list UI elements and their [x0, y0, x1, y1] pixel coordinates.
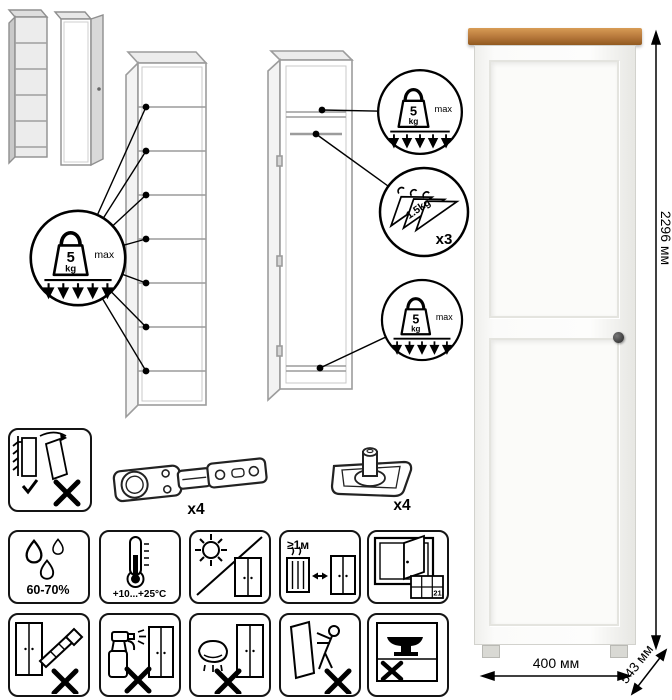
anti-tip-icon	[8, 428, 92, 512]
x-mark-icon	[324, 668, 352, 694]
mini-cabinet-open-icon	[53, 11, 104, 167]
ventilation-drawing: 21	[373, 534, 444, 599]
distance-label: ≥1м	[287, 538, 309, 552]
temperature-icon: +10...+25°C	[99, 530, 181, 604]
hanger-limit-badge: 1.5kg x3	[378, 166, 470, 258]
wardrobe-top-panel	[468, 28, 642, 45]
shelf-cabinet-outline	[125, 51, 208, 419]
x-mark-icon	[53, 479, 81, 507]
hinge-count-label: x4	[187, 501, 205, 518]
wardrobe-door-lower-panel	[489, 338, 619, 626]
no-heavy-load-drawing	[376, 622, 438, 682]
wardrobe-product-photo	[468, 28, 642, 658]
humidity-icon: 60-70%	[8, 530, 90, 604]
hanging-unit-diagram: 1.5kg x3	[267, 50, 470, 402]
no-spray-icon	[99, 613, 181, 697]
vent-day-label: 21	[433, 589, 441, 598]
no-cutting-drawing	[15, 622, 84, 694]
heat-distance-icon: ≥1м	[279, 530, 361, 604]
wardrobe-foot	[482, 645, 500, 658]
no-dragging-icon	[279, 613, 361, 697]
shelf-callout-points	[142, 103, 150, 375]
humidity-label: 60-70%	[26, 583, 69, 597]
no-spray-drawing	[108, 626, 174, 694]
no-heavy-load-icon	[367, 613, 449, 697]
anvil-icon	[387, 637, 423, 656]
sunlight-icon	[189, 530, 271, 604]
wardrobe-body	[474, 45, 636, 645]
sunlight-drawing	[195, 534, 263, 597]
humidity-drawing: 60-70%	[25, 538, 70, 597]
temperature-label: +10...+25°C	[113, 589, 166, 600]
wardrobe-door-knob	[613, 332, 624, 343]
mini-cabinet-closed-icon	[7, 9, 49, 165]
no-cutting-icon	[8, 613, 90, 697]
x-mark-icon	[380, 660, 404, 682]
anti-tip-drawing	[12, 431, 81, 507]
mini-cabinets	[7, 9, 104, 167]
shelf-unit-diagram	[28, 51, 208, 419]
temperature-drawing: +10...+25°C	[113, 536, 166, 600]
wardrobe-foot	[610, 645, 628, 658]
adjustable-foot-icon: x4	[330, 447, 413, 514]
hangers-icon	[389, 186, 460, 233]
x-mark-icon	[124, 666, 152, 694]
heat-distance-drawing: ≥1м	[286, 538, 356, 595]
x-mark-icon	[214, 668, 242, 694]
no-wet-cloth-icon	[189, 613, 271, 697]
hanger-count-label: x3	[436, 231, 453, 248]
hanging-callout-points	[312, 106, 326, 372]
wardrobe-door-upper-panel	[489, 60, 619, 318]
foot-count-label: x4	[393, 497, 411, 514]
no-wet-cloth-drawing	[197, 624, 264, 694]
no-dragging-drawing	[289, 620, 352, 694]
hanging-cabinet-outline	[267, 50, 354, 402]
height-dimension-label: 2296 мм	[658, 211, 672, 265]
x-mark-icon	[51, 668, 79, 694]
hinge-icon: x4	[112, 457, 268, 518]
ventilation-icon: 21	[367, 530, 449, 604]
